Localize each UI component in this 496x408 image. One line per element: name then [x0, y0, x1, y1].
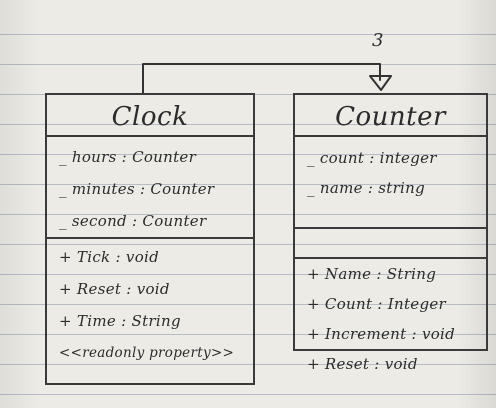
counter-operation-reset: + Reset : void — [307, 355, 418, 373]
counter-operations-section: + Name : String + Count : Integer + Incr… — [295, 259, 486, 379]
clock-attribute-hours: _ hours : Counter — [59, 148, 197, 166]
clock-stereotype-readonly: <<readonly property>> — [59, 345, 235, 361]
class-box-clock: Clock _ hours : Counter _ minutes : Coun… — [45, 93, 255, 385]
counter-operation-name: + Name : String — [307, 265, 437, 283]
counter-operation-count: + Count : Integer — [307, 295, 447, 313]
navigability-arrowhead-icon — [369, 75, 392, 91]
counter-attribute-count: _ count : integer — [307, 149, 437, 167]
counter-attributes-section: _ count : integer _ name : string — [295, 137, 486, 229]
class-box-counter: Counter _ count : integer _ name : strin… — [293, 93, 488, 373]
association-line — [142, 63, 381, 94]
clock-attributes-section: _ hours : Counter _ minutes : Counter _ … — [47, 137, 253, 239]
clock-operation-time: + Time : String — [59, 312, 181, 330]
counter-empty-section — [295, 229, 486, 259]
class-name-clock: Clock — [47, 95, 253, 137]
counter-operation-increment: + Increment : void — [307, 325, 456, 343]
clock-attribute-minutes: _ minutes : Counter — [59, 180, 215, 198]
clock-operations-section: + Tick : void + Reset : void + Time : St… — [47, 239, 253, 369]
clock-operation-tick: + Tick : void — [59, 248, 160, 266]
class-name-counter: Counter — [295, 95, 486, 137]
clock-attribute-second: _ second : Counter — [59, 212, 207, 230]
multiplicity-label: 3 — [372, 30, 384, 51]
counter-attribute-name: _ name : string — [307, 179, 426, 197]
clock-operation-reset: + Reset : void — [59, 280, 170, 298]
